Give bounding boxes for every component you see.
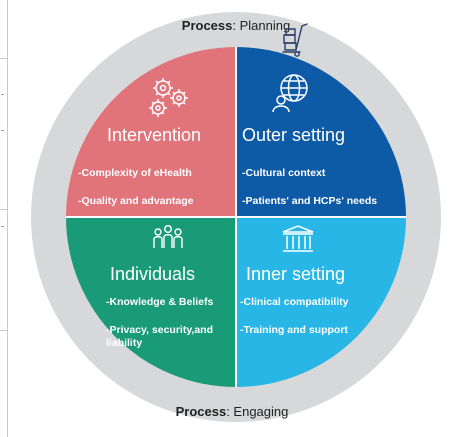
individuals-title: Individuals (110, 264, 195, 284)
intervention-item: -Complexity of eHealth (78, 167, 192, 179)
people-group-icon (153, 224, 183, 248)
building-columns-icon (282, 225, 314, 252)
individuals-item: liability (106, 337, 142, 349)
quadrant-inner-setting (236, 217, 406, 387)
left-edge-rule (0, 0, 9, 437)
individuals-item: -Knowledge & Beliefs (106, 296, 214, 308)
quadrant-individuals (66, 217, 236, 387)
gears-icon (149, 78, 188, 117)
quadrant-intervention (66, 47, 236, 217)
process-planning-label: Process: Planning (182, 18, 290, 33)
intervention-title: Intervention (107, 125, 201, 145)
outer-setting-item: -Patients' and HCPs' needs (242, 195, 377, 207)
left-edge-tick (0, 209, 7, 210)
inner-setting-item: -Training and support (240, 324, 348, 336)
individuals-item: -Privacy, security,and (106, 324, 213, 336)
inner-setting-title: Inner setting (246, 264, 345, 284)
outer-setting-item: -Cultural context (242, 167, 326, 179)
intervention-item: -Quality and advantage (78, 195, 194, 207)
inner-setting-item: -Clinical compatibility (240, 296, 349, 308)
left-edge-mark (1, 94, 4, 95)
left-edge-line (7, 0, 8, 437)
globe-person-icon (272, 74, 308, 113)
process-engaging-label: Process: Engaging (176, 404, 289, 419)
hand-truck-icon (282, 23, 308, 57)
quadrant-outer-setting (236, 47, 406, 217)
left-edge-mark (1, 130, 4, 131)
left-edge-mark (1, 226, 4, 227)
left-edge-tick (0, 330, 7, 331)
left-edge-tick (0, 58, 7, 59)
outer-setting-title: Outer setting (242, 125, 345, 145)
